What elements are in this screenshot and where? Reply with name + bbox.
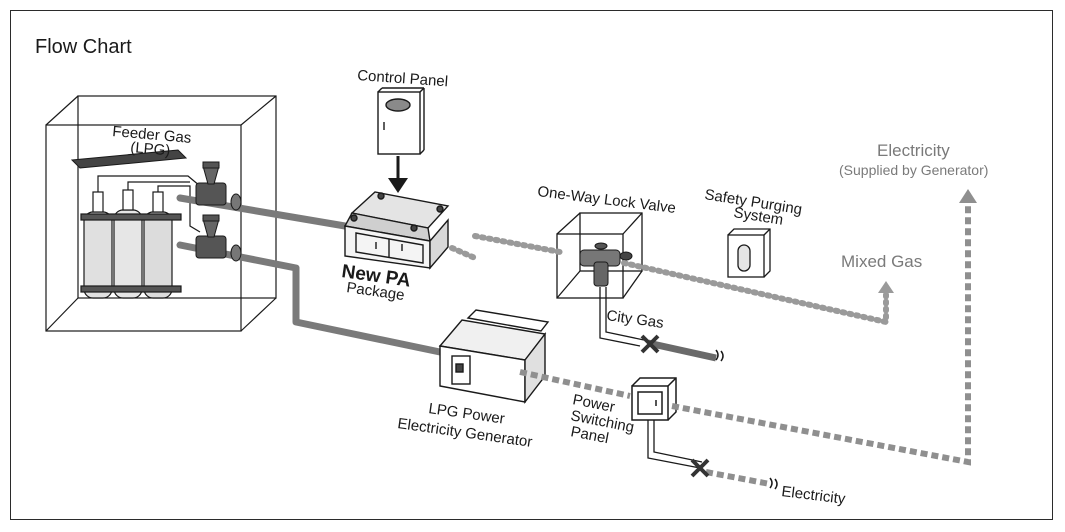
electricity-bottom-label: Electricity xyxy=(781,483,847,508)
lpg-power-generator xyxy=(438,309,550,405)
one-way-lock-valve-label: One-Way Lock Valve xyxy=(537,183,677,217)
lock-valve-icon xyxy=(579,242,633,287)
mixed-gas-arrow xyxy=(878,281,894,293)
control-to-package-arrow xyxy=(388,156,408,193)
cylinder-shelf xyxy=(70,149,188,169)
safety-purging-system xyxy=(727,228,771,278)
feeder-gas-label: Feeder Gas xyxy=(112,123,192,147)
lpg-cylinders xyxy=(80,189,182,299)
feeder-gas-lpg-label: (LPG) xyxy=(130,139,171,159)
electricity-top-label: Electricity xyxy=(877,141,950,160)
mixed-gas-line xyxy=(449,233,889,326)
cylinder-manifold xyxy=(97,175,201,233)
electricity-break-icon xyxy=(769,477,778,490)
city-gas-line xyxy=(599,287,724,362)
electricity-lines xyxy=(519,200,971,487)
page-title: Flow Chart xyxy=(35,36,132,58)
city-gas-block-x-icon xyxy=(640,334,660,354)
valve-upper xyxy=(195,161,242,211)
supplied-by-generator-label: (Supplied by Generator) xyxy=(839,162,988,178)
control-panel xyxy=(377,87,425,155)
panel-output-line xyxy=(647,420,703,469)
valve-lower xyxy=(195,214,242,262)
diagram-frame xyxy=(10,10,1053,520)
control-panel-label: Control Panel xyxy=(357,67,449,90)
mixed-gas-label: Mixed Gas xyxy=(841,252,922,271)
one-way-lock-valve-box xyxy=(556,212,643,299)
electricity-up-arrow xyxy=(959,189,977,203)
city-gas-label: City Gas xyxy=(605,307,664,332)
new-pa-package xyxy=(343,191,450,270)
power-switching-panel xyxy=(631,377,677,421)
electricity-block-x-icon xyxy=(690,458,710,478)
cylinder-enclosure xyxy=(45,95,277,332)
